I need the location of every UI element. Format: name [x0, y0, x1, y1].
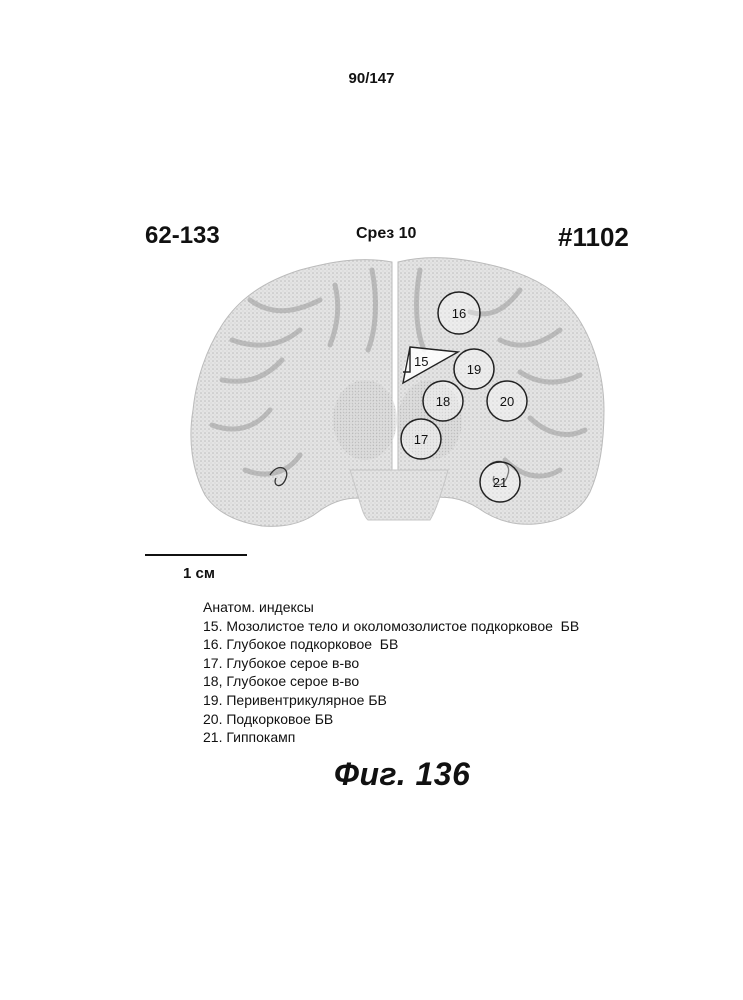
legend-item: 20. Подкорковое БВ: [203, 710, 579, 729]
scale-label: 1 см: [183, 565, 215, 582]
region-18-label: 18: [436, 394, 450, 409]
legend: Анатом. индексы 15. Мозолистое тело и ок…: [203, 598, 579, 747]
region-21-label: 21: [493, 475, 507, 490]
region-19-label: 19: [467, 362, 481, 377]
legend-title: Анатом. индексы: [203, 598, 579, 617]
brainstem: [350, 470, 448, 520]
legend-item: 16. Глубокое подкорковое БВ: [203, 635, 579, 654]
legend-item: 18, Глубокое серое в-во: [203, 672, 579, 691]
legend-item: 19. Перивентрикулярное БВ: [203, 691, 579, 710]
region-17-label: 17: [414, 432, 428, 447]
figure-caption: Фиг. 136: [334, 756, 470, 793]
region-16-label: 16: [452, 306, 466, 321]
legend-item: 21. Гиппокамп: [203, 728, 579, 747]
region-20-label: 20: [500, 394, 514, 409]
scale-bar: [145, 554, 247, 556]
legend-item: 15. Мозолистое тело и околомозолистое по…: [203, 617, 579, 636]
left-deep-grey: [333, 380, 397, 460]
region-15-label: 15: [414, 354, 428, 369]
legend-item: 17. Глубокое серое в-во: [203, 654, 579, 673]
